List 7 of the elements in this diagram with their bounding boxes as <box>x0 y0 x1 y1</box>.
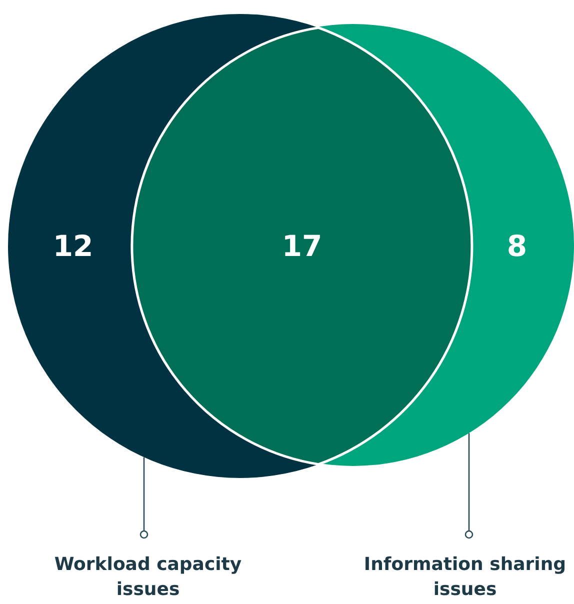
set-label: Workload capacity issues <box>53 553 243 602</box>
leader-line <box>140 457 148 539</box>
leader-line <box>464 433 474 539</box>
count-label: 8 <box>506 229 528 263</box>
set-label: Information sharing issues <box>362 553 568 602</box>
count-label: 17 <box>282 229 322 263</box>
count-label: 12 <box>52 229 94 263</box>
